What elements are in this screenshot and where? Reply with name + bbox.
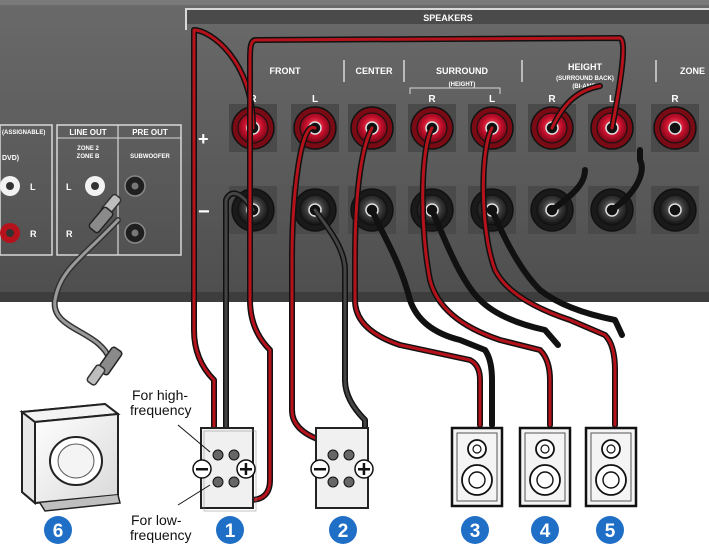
- cable-speaker-1: [191, 27, 645, 503]
- badge-1-number: 1: [225, 521, 236, 542]
- line-out-r-label: R: [66, 229, 73, 239]
- surround-sub-label: (HEIGHT): [449, 82, 476, 88]
- badge-4: [531, 516, 559, 544]
- badge-3-number: 3: [470, 521, 481, 542]
- high-frequency-label-line1: For high-: [132, 387, 188, 403]
- zone-r-label: R: [671, 94, 679, 105]
- dvd-l-label: L: [30, 182, 36, 192]
- subwoofer-label: SUBWOOFER: [130, 154, 170, 160]
- cable-speaker-5: [480, 125, 625, 428]
- bookshelf-speaker-4: [518, 426, 572, 508]
- front-l-label: L: [312, 94, 318, 105]
- dvd-label: DVD): [2, 155, 19, 162]
- height-r-label: R: [548, 94, 556, 105]
- center-label: CENTER: [355, 66, 393, 76]
- badge-4-number: 4: [540, 521, 551, 542]
- cable-speaker-3: [352, 125, 495, 428]
- low-frequency-label-line1: For low-: [131, 512, 182, 528]
- height-label: HEIGHT: [568, 62, 603, 72]
- minus-marker: −: [198, 201, 210, 223]
- zone-label: ZONE: [680, 66, 705, 76]
- speakers-header: SPEAKERS: [423, 13, 473, 23]
- terminal-zone-r-plus: [651, 104, 699, 152]
- surround-r-label: R: [428, 94, 436, 105]
- badge-6: [44, 516, 72, 544]
- cable-speaker-2: [289, 124, 368, 473]
- badge-5-number: 5: [605, 521, 616, 542]
- bookshelf-speaker-5: [584, 426, 638, 508]
- badge-1: [216, 516, 244, 544]
- badges: 1 2 3 4 5 6: [44, 516, 624, 544]
- zone2-label: ZONE 2: [77, 146, 99, 152]
- line-out-label: LINE OUT: [69, 128, 106, 137]
- terminal-plate-2: [310, 427, 374, 509]
- surround-l-label: L: [489, 94, 495, 105]
- low-frequency-label-line2: frequency: [130, 527, 191, 543]
- bookshelf-speakers: [450, 426, 638, 508]
- badge-2: [329, 516, 357, 544]
- annotation-leaders: [177, 424, 211, 506]
- front-label: FRONT: [270, 66, 301, 76]
- zoneb-label: ZONE B: [77, 154, 100, 160]
- pre-out-label: PRE OUT: [132, 128, 168, 137]
- line-out-l-label: L: [66, 182, 72, 192]
- subwoofer-cable: [51, 193, 123, 386]
- height-sub-label-2: (BI-AMP): [572, 84, 597, 90]
- badge-6-number: 6: [53, 521, 64, 542]
- subwoofer-illustration: [19, 402, 121, 512]
- high-frequency-label-line2: frequency: [130, 402, 191, 418]
- badge-5: [596, 516, 624, 544]
- assignable-label: (ASSIGNABLE): [2, 130, 45, 136]
- bookshelf-speaker-3: [450, 426, 504, 508]
- dvd-r-label: R: [30, 229, 37, 239]
- height-l-label: L: [609, 94, 615, 105]
- cable-speaker-4: [419, 125, 561, 428]
- badge-3: [461, 516, 489, 544]
- plus-marker: +: [198, 129, 209, 149]
- surround-label: SURROUND: [436, 66, 489, 76]
- height-sub-label-1: (SURROUND BACK): [556, 76, 614, 82]
- badge-2-number: 2: [338, 521, 349, 542]
- terminal-surround-l-plus: [468, 104, 516, 152]
- terminal-plate-1: [192, 427, 257, 512]
- speaker-cables: [191, 27, 645, 503]
- terminal-zone-r-minus: [651, 186, 699, 234]
